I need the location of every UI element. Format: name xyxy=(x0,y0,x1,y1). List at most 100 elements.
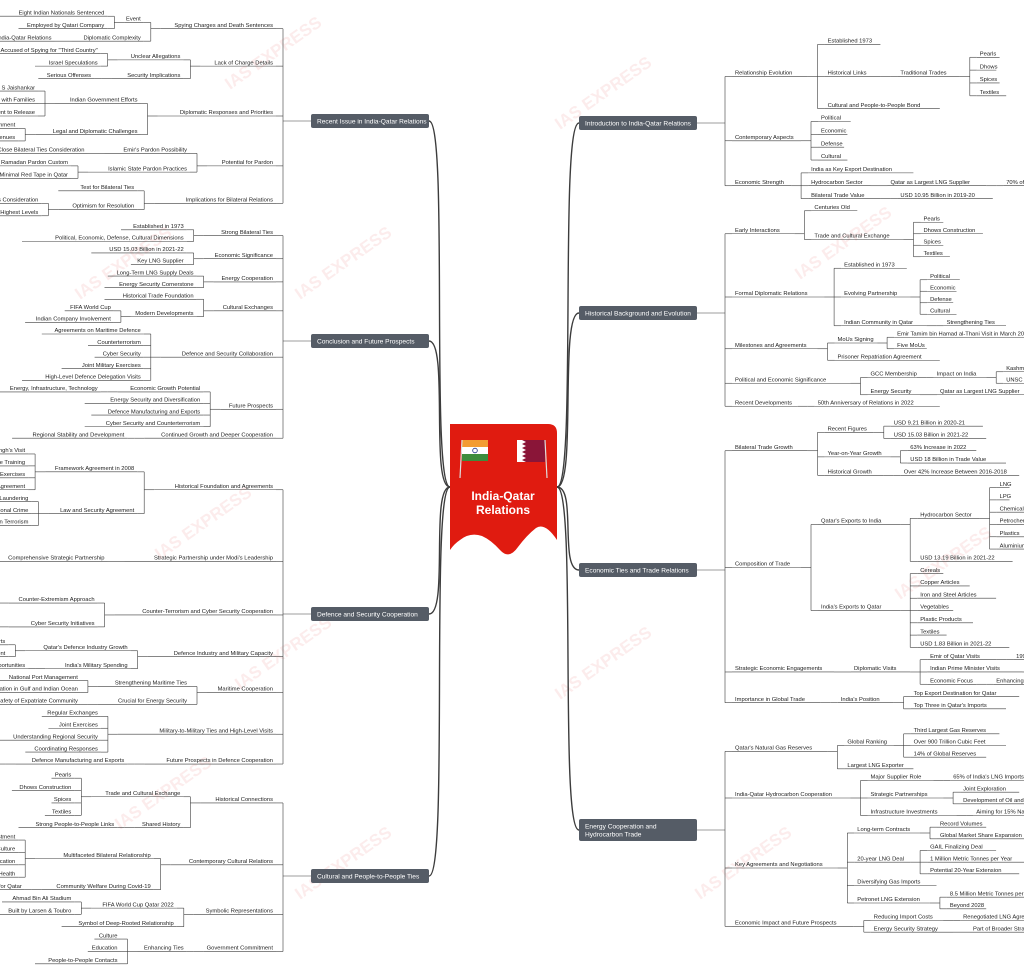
topic-recent-developments[interactable]: Recent Developments xyxy=(735,400,792,406)
topic-ahmad-bin-ali-stadium[interactable]: Ahmad Bin Ali Stadium xyxy=(12,896,71,902)
topic-dhows[interactable]: Dhows xyxy=(980,64,998,70)
topic-education[interactable]: Education xyxy=(92,946,118,952)
topic-usd-1-83-billion-in-2021-22[interactable]: USD 1.83 Billion in 2021-22 xyxy=(920,642,991,648)
topic-cereals[interactable]: Cereals xyxy=(920,568,940,574)
topic-14-of-global-reserves[interactable]: 14% of Global Reserves xyxy=(914,751,977,757)
main-branch-economic-ties-and-trade-relations[interactable]: Economic Ties and Trade Relations xyxy=(579,563,697,577)
main-branch-conclusion-and-future-prospects[interactable]: Conclusion and Future Prospects xyxy=(311,334,429,348)
topic-indian-community-in-qatar[interactable]: Indian Community in Qatar xyxy=(844,320,913,326)
topic-dhows-construction[interactable]: Dhows Construction xyxy=(19,785,71,791)
topic-commitment-to-release[interactable]: Commitment to Release xyxy=(0,110,35,116)
topic-emir-of-qatar-visits[interactable]: Emir of Qatar Visits xyxy=(930,654,980,660)
topic-centuries-old[interactable]: Centuries Old xyxy=(814,205,849,211)
topic-multifaceted-bilateral-relationship[interactable]: Multifaceted Bilateral Relationship xyxy=(63,853,150,859)
topic-enhancing-ties[interactable]: Enhancing Ties xyxy=(144,946,184,952)
topic-india-s-exports-to-qatar[interactable]: India's Exports to Qatar xyxy=(821,605,881,611)
topic-defence-manufacturing-and-exports[interactable]: Defence Manufacturing and Exports xyxy=(32,758,125,764)
topic-strengthening-maritime-ties[interactable]: Strengthening Maritime Ties xyxy=(115,681,187,687)
topic-india-as-key-export-destination[interactable]: India as Key Export Destination xyxy=(811,167,892,173)
topic-petronet-lng-extension[interactable]: Petronet LNG Extension xyxy=(857,897,920,903)
topic-future-prospects-in-defence-cooperation[interactable]: Future Prospects in Defence Cooperation xyxy=(166,758,273,764)
topic-unsc-aspirations[interactable]: UNSC Aspirations xyxy=(1006,377,1024,383)
topic-over-900-trillion-cubic-feet[interactable]: Over 900 Trillion Cubic Feet xyxy=(914,740,986,746)
topic-cultural-exchanges[interactable]: Cultural Exchanges xyxy=(223,305,273,311)
topic-energy-infrastructure-technology[interactable]: Energy, Infrastructure, Technology xyxy=(10,386,98,392)
topic-built-by-larsen-toubro[interactable]: Built by Larsen & Toubro xyxy=(8,909,71,915)
topic-employed-by-qatari-company[interactable]: Employed by Qatari Company xyxy=(27,23,104,29)
topic-symbolic-representations[interactable]: Symbolic Representations xyxy=(206,909,273,915)
topic-usd-15-03-billion-in-2021-22[interactable]: USD 15.03 Billion in 2021-22 xyxy=(109,247,183,253)
topic-energy-security[interactable]: Energy Security xyxy=(871,389,912,395)
topic-counter-terrorism-and-cyber-security-coo[interactable]: Counter-Terrorism and Cyber Security Coo… xyxy=(142,609,273,615)
topic-culture[interactable]: Culture xyxy=(0,847,15,853)
topic-money-laundering[interactable]: Money Laundering xyxy=(0,496,28,502)
topic-joint-exercises[interactable]: Joint Exercises xyxy=(0,472,25,478)
topic-development-of-oil-and-gas-fields[interactable]: Development of Oil and Gas Fields xyxy=(963,798,1024,804)
topic-cultural[interactable]: Cultural xyxy=(821,154,841,160)
topic-enhancing-hydrocarbon-sector-relations[interactable]: Enhancing Hydrocarbon Sector Relations xyxy=(996,678,1024,684)
topic-contemporary-aspects[interactable]: Contemporary Aspects xyxy=(735,135,794,141)
topic-third-largest-gas-reserves[interactable]: Third Largest Gas Reserves xyxy=(914,728,987,734)
topic-political-and-economic-significance[interactable]: Political and Economic Significance xyxy=(735,377,826,383)
topic-agreements-on-maritime-defence[interactable]: Agreements on Maritime Defence xyxy=(54,328,140,334)
topic-record-volumes[interactable]: Record Volumes xyxy=(940,821,983,827)
topic-islamic-state-pardon-practices[interactable]: Islamic State Pardon Practices xyxy=(108,166,187,172)
topic-people-to-people-contacts[interactable]: People-to-People Contacts xyxy=(48,958,117,964)
topic-recent-figures[interactable]: Recent Figures xyxy=(828,426,867,432)
topic-traditional-trades[interactable]: Traditional Trades xyxy=(900,71,946,77)
topic-usd-10-95-billion-in-2019-20[interactable]: USD 10.95 Billion in 2019-20 xyxy=(900,193,974,199)
topic-part-of-broader-strategy-for-developed-e[interactable]: Part of Broader Strategy for Developed E… xyxy=(973,926,1024,932)
topic-cyber-security[interactable]: Cyber Security xyxy=(103,351,141,357)
topic-strategic-partnerships[interactable]: Strategic Partnerships xyxy=(871,792,928,798)
topic-coordinating-responses[interactable]: Coordinating Responses xyxy=(34,746,98,752)
topic-energy-security-and-diversification[interactable]: Energy Security and Diversification xyxy=(110,398,200,404)
topic-economic-impact-and-future-prospects[interactable]: Economic Impact and Future Prospects xyxy=(735,921,837,927)
topic-pearls[interactable]: Pearls xyxy=(924,216,941,222)
topic-understanding-regional-security[interactable]: Understanding Regional Security xyxy=(13,734,98,740)
topic-spices[interactable]: Spices xyxy=(54,797,72,803)
topic-historical-trade-foundation[interactable]: Historical Trade Foundation xyxy=(123,293,194,299)
topic-aiming-for-15-natural-gas-share-by-2030[interactable]: Aiming for 15% Natural Gas Share by 2030 xyxy=(976,810,1024,816)
topic-military-to-military-ties-and-high-level[interactable]: Military-to-Military Ties and High-Level… xyxy=(159,728,273,734)
topic-economic-significance[interactable]: Economic Significance xyxy=(215,253,273,259)
topic-strong-people-to-people-links[interactable]: Strong People-to-People Links xyxy=(36,822,115,828)
topic-1999-2005-2012[interactable]: 1999, 2005, 2012 xyxy=(1016,654,1024,660)
topic-hydrocarbon-sector[interactable]: Hydrocarbon Sector xyxy=(920,513,972,519)
topic-economic-growth-potential[interactable]: Economic Growth Potential xyxy=(130,386,200,392)
topic-event[interactable]: Event xyxy=(126,17,141,23)
topic-65-of-india-s-lng-imports[interactable]: 65% of India's LNG Imports xyxy=(953,775,1024,781)
topic-india-s-position[interactable]: India's Position xyxy=(841,697,880,703)
topic-lpg[interactable]: LPG xyxy=(1000,494,1012,500)
topic-test-for-bilateral-ties[interactable]: Test for Bilateral Ties xyxy=(80,185,134,191)
topic-political-economic-defense-cultural-dime[interactable]: Political, Economic, Defense, Cultural D… xyxy=(55,236,184,242)
topic-renegotiated-lng-agreement[interactable]: Renegotiated LNG Agreement xyxy=(963,915,1024,921)
topic-diversifying-gas-imports[interactable]: Diversifying Gas Imports xyxy=(857,880,920,886)
topic-strong-bilateral-ties[interactable]: Strong Bilateral Ties xyxy=(221,230,273,236)
topic-energy-security-strategy[interactable]: Energy Security Strategy xyxy=(874,926,938,932)
topic-textiles[interactable]: Textiles xyxy=(924,251,943,257)
topic-importance-in-global-trade[interactable]: Importance in Global Trade xyxy=(735,697,805,703)
topic-joint-exploration[interactable]: Joint Exploration xyxy=(963,786,1006,792)
topic-community-welfare-during-covid-19[interactable]: Community Welfare During Covid-19 xyxy=(56,884,150,890)
topic-defence-industry-and-military-capacity[interactable]: Defence Industry and Military Capacity xyxy=(174,651,273,657)
topic-year-on-year-growth[interactable]: Year-on-Year Growth xyxy=(828,451,882,457)
topic-top-export-destination-for-qatar[interactable]: Top Export Destination for Qatar xyxy=(914,691,997,697)
topic-qatar-s-defence-industry-growth[interactable]: Qatar's Defence Industry Growth xyxy=(43,645,127,651)
topic-diplomatic-responses-and-priorities[interactable]: Diplomatic Responses and Priorities xyxy=(180,110,273,116)
topic-textiles[interactable]: Textiles xyxy=(920,629,939,635)
topic-diplomatic-visits[interactable]: Diplomatic Visits xyxy=(854,666,897,672)
main-branch-cultural-and-people-to-people-ties[interactable]: Cultural and People-to-People Ties xyxy=(311,869,429,883)
topic-impact-on-india[interactable]: Impact on India xyxy=(937,372,977,378)
topic-defence-and-security-collaboration[interactable]: Defence and Security Collaboration xyxy=(182,351,273,357)
topic-largest-lng-exporter[interactable]: Largest LNG Exporter xyxy=(847,763,903,769)
topic-global-ranking[interactable]: Global Ranking xyxy=(847,740,887,746)
topic-contemporary-cultural-relations[interactable]: Contemporary Cultural Relations xyxy=(189,859,273,865)
topic-key-agreements-and-negotiations[interactable]: Key Agreements and Negotiations xyxy=(735,862,823,868)
topic-early-interactions[interactable]: Early Interactions xyxy=(735,228,780,234)
topic-relationship-evolution[interactable]: Relationship Evolution xyxy=(735,71,792,77)
topic-plastic-products[interactable]: Plastic Products xyxy=(920,617,962,623)
topic-government-commitment[interactable]: Government Commitment xyxy=(207,946,274,952)
topic-india-s-military-spending[interactable]: India's Military Spending xyxy=(65,663,128,669)
topic-lng[interactable]: LNG xyxy=(1000,482,1012,488)
